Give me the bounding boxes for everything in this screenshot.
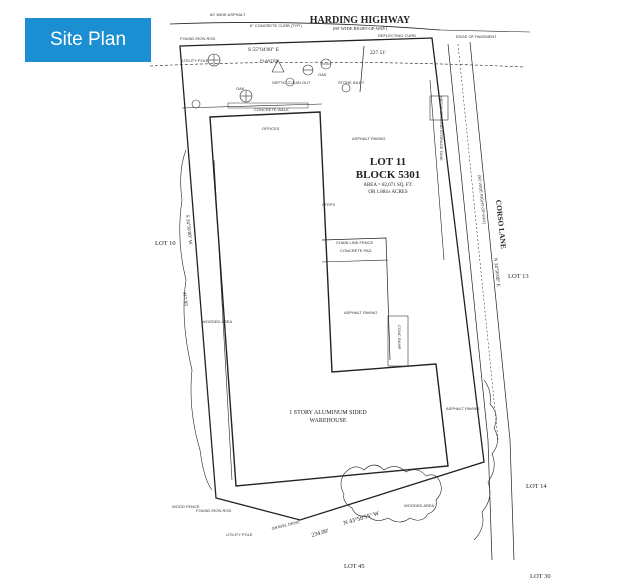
concrete-walk <box>227 102 309 109</box>
bearing-east: N 34°56'00" E <box>492 258 500 287</box>
lot-45-label: LOT 45 <box>344 563 365 570</box>
asphalt-label-north: ASPHALT PAVING <box>352 136 386 141</box>
wood-fence-label: WOOD FENCE <box>172 504 200 509</box>
side-road-row: (50' WIDE RIGHT-OF-WAY) <box>477 175 487 226</box>
side-road-name: CORSO LANE <box>494 199 508 249</box>
wooded-area-east <box>473 379 498 541</box>
lot-acres: OR 1.884± ACRES <box>368 190 407 195</box>
bearing-south-dist: 234.00' <box>311 528 330 539</box>
road-pavement: 60' WIDE ASPHALT <box>210 12 246 17</box>
warehouse-building <box>209 111 449 487</box>
edge-of-pavement: EDGE OF PAVEMENT <box>456 34 497 39</box>
pad-outline <box>321 237 391 361</box>
lot-30-label: LOT 30 <box>530 573 551 580</box>
wooded-area-west <box>179 149 213 491</box>
site-plan-badge: Site Plan <box>25 18 151 62</box>
tank-label: ABOVE GROUND STORAGE TANK <box>439 96 444 161</box>
lane-center <box>457 43 499 441</box>
wooded-label-south: WOODED AREA <box>404 503 435 508</box>
iron-rod-north: FOUND IRON ROD <box>180 36 215 41</box>
bearing-west-dist: 417.95' <box>181 292 188 307</box>
tree-symbols <box>191 53 351 109</box>
road-row: (80' WIDE RIGHT-OF-WAY) <box>333 26 388 31</box>
planter-label: PLANTER <box>260 58 279 63</box>
oak-label-2: OAK <box>318 72 327 77</box>
wooded-label-west: WOODED AREA <box>202 319 233 324</box>
stone-inlet-label: STONE INLET <box>338 80 365 85</box>
steps-label: STEPS <box>322 202 335 207</box>
road-curb: 6" CONCRETE CURB (TYP.) <box>250 23 302 28</box>
asphalt-label-east: ASPHALT PAVING <box>446 406 480 411</box>
chain-fence-label: CHAIN LINK FENCE <box>336 240 373 245</box>
pavement-edge <box>439 29 531 33</box>
bearing-west: S 34°56'00" W <box>184 215 192 245</box>
lot-area: AREA = 82,071 SQ. FT. <box>363 183 412 188</box>
utility-pole-south: UTILITY POLE <box>226 532 253 537</box>
row-divider <box>359 45 365 93</box>
walk-line <box>181 103 323 109</box>
utility-pole-north: UTILITY POLE <box>182 58 209 63</box>
lot-boundary <box>179 37 485 521</box>
warehouse-label-2: WAREHOUSE <box>310 418 347 424</box>
iron-rod-south: FOUND IRON ROD <box>196 508 231 513</box>
lot-title: LOT 11 <box>370 156 406 168</box>
offices-label: OFFICES <box>262 126 280 131</box>
gravel-drive-label: GRAVEL DRIVE <box>271 519 301 531</box>
lot-block: BLOCK 5301 <box>356 169 420 181</box>
septic-label: SEPTIC CLEAN OUT <box>272 80 311 85</box>
pad-label: CONCRETE PAD <box>340 248 372 253</box>
lot-14-label: LOT 14 <box>526 483 547 490</box>
storage-tank <box>429 95 449 121</box>
curb-line <box>169 22 441 31</box>
concrete-walk-label: CONCRETE WALK <box>254 107 289 112</box>
road-name: HARDING HIGHWAY <box>310 15 411 26</box>
right-of-way-line <box>149 61 526 68</box>
lane-edge-west <box>447 43 493 561</box>
reflecting-curb: REFLECTING CURB <box>378 33 416 38</box>
lot-13-label: LOT 13 <box>508 273 529 280</box>
building-inner-line <box>213 159 233 481</box>
bearing-north: S 55°04'00" E <box>248 46 280 53</box>
lane-edge-east <box>469 41 515 561</box>
fence-line <box>429 79 445 261</box>
lot-10-label: LOT 10 <box>155 240 176 247</box>
oak-label-1: OAK <box>236 86 245 91</box>
bearing-north-dist: 227.51' <box>370 50 386 56</box>
wooded-area-south <box>340 464 442 523</box>
warehouse-label-1: 1 STORY ALUMINUM SIDED <box>289 410 367 416</box>
conc-ramp <box>387 315 409 367</box>
planter-symbol <box>271 59 285 73</box>
ramp-label: CONC RAMP <box>397 325 402 350</box>
asphalt-label-center: ASPHALT PAVING <box>344 310 378 315</box>
bearing-south: N 43°58'55" W <box>343 510 381 527</box>
pad-line <box>321 259 389 263</box>
